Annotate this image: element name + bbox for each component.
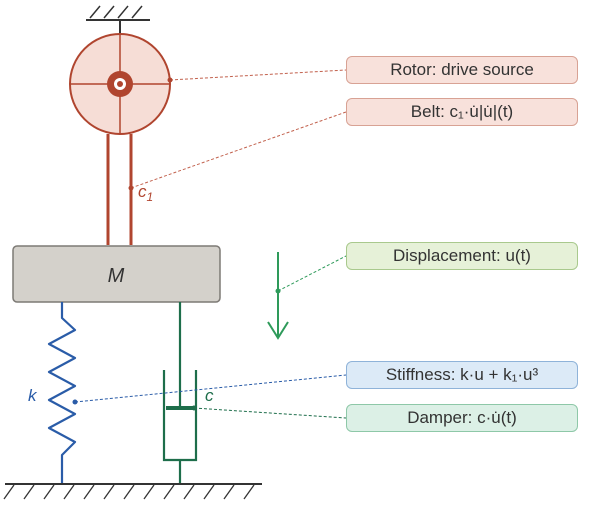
- belt-coefficient-subscript: 1: [147, 190, 154, 204]
- displacement-leader: [277, 255, 347, 292]
- top-support: [86, 5, 150, 35]
- displacement-callout: Displacement: u(t): [346, 242, 578, 270]
- belt-coefficient-label: c1: [138, 182, 153, 204]
- damper-label: c: [205, 386, 214, 405]
- belt-callout: Belt: c₁·u̇|u̇|(t): [346, 98, 578, 126]
- stiffness-leader: [74, 374, 347, 403]
- belt: [106, 134, 133, 245]
- damper: [162, 302, 198, 483]
- mass-block: [12, 245, 221, 303]
- mass-label: M: [108, 265, 125, 287]
- rotor-callout: Rotor: drive source: [346, 56, 578, 84]
- rotor: [69, 33, 171, 135]
- belt-leader: [130, 111, 347, 189]
- leader-lines: [72, 69, 347, 419]
- spring-label: k: [28, 386, 38, 405]
- ground: [3, 483, 262, 500]
- rotor-leader: [169, 69, 347, 81]
- damper-callout: Damper: c·u̇(t): [346, 404, 578, 432]
- spring: [47, 302, 77, 483]
- displacement-arrow: [267, 252, 289, 340]
- stiffness-callout: Stiffness: k·u + k₁·u³: [346, 361, 578, 389]
- damper-leader: [193, 407, 347, 419]
